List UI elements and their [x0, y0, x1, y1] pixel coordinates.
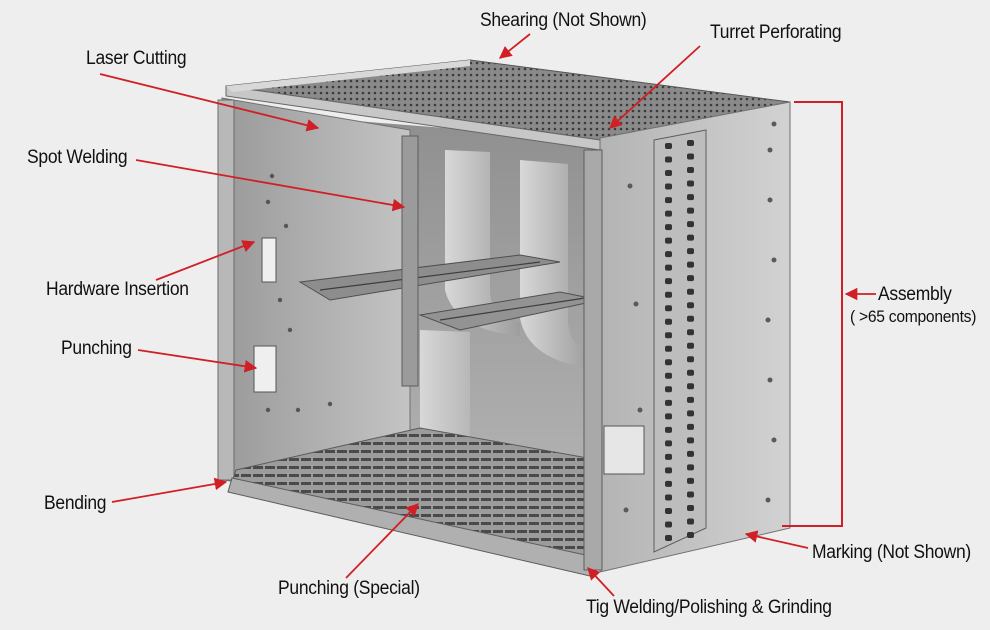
- rail-hole: [665, 453, 672, 460]
- left-flange: [217, 99, 235, 481]
- left-cutout-lower: [253, 345, 277, 393]
- rail-hole: [687, 261, 694, 268]
- rail-hole: [687, 288, 694, 295]
- label-bending: Bending: [44, 493, 107, 514]
- rail-hole: [687, 302, 694, 309]
- rail-hole: [665, 507, 672, 514]
- label-shearing: Shearing (Not Shown): [480, 10, 647, 31]
- label-spot-welding: Spot Welding: [27, 147, 128, 168]
- label-hardware-insertion: Hardware Insertion: [46, 279, 189, 300]
- callout-arrows: [99, 33, 876, 597]
- arrow-spot-welding: [135, 159, 406, 212]
- rail-hole: [687, 464, 694, 471]
- rail-hole: [665, 413, 672, 420]
- arrow-bending: [111, 477, 228, 503]
- label-laser-cutting: Laser Cutting: [86, 48, 187, 69]
- rail-hole: [665, 467, 672, 474]
- rail-hole: [687, 383, 694, 390]
- rail-hole: [665, 305, 672, 312]
- rail-hole: [665, 494, 672, 501]
- arrow-shearing: [499, 33, 531, 59]
- rail-hole: [665, 399, 672, 406]
- rail-hole: [665, 359, 672, 366]
- rail-hole: [665, 440, 672, 447]
- front-post-left: [401, 135, 419, 387]
- rail-hole: [687, 342, 694, 349]
- rail-hole: [665, 521, 672, 528]
- rail-hole: [665, 372, 672, 379]
- rail-hole: [687, 221, 694, 228]
- rail-hole: [665, 210, 672, 217]
- rail-hole: [665, 170, 672, 177]
- rail-hole: [665, 224, 672, 231]
- rail-hole: [687, 491, 694, 498]
- label-punching-special: Punching (Special): [278, 578, 420, 599]
- rail-hole: [665, 535, 672, 541]
- label-assembly: Assembly: [878, 284, 952, 305]
- curved-wall-right: [520, 160, 590, 368]
- rail-hole: [687, 504, 694, 511]
- arrow-punching: [137, 349, 258, 373]
- label-marking: Marking (Not Shown): [812, 542, 971, 563]
- mounting-rail: [653, 129, 707, 553]
- rail-hole: [687, 153, 694, 160]
- arrow-laser: [99, 73, 320, 132]
- rail-hole: [687, 369, 694, 376]
- rail-hole: [665, 332, 672, 339]
- arrow-marking: [744, 530, 809, 549]
- rail-hole: [687, 180, 694, 187]
- label-assembly-components: ( >65 components): [850, 307, 977, 326]
- rail-hole: [665, 318, 672, 325]
- rail-hole: [687, 248, 694, 255]
- rail-hole: [687, 518, 694, 525]
- rail-hole: [665, 143, 672, 149]
- rail-hole: [687, 532, 694, 538]
- rail-hole: [665, 156, 672, 163]
- rail-hole: [665, 197, 672, 204]
- rail-hole: [687, 329, 694, 336]
- rail-left: [298, 254, 561, 301]
- rail-hole: [687, 423, 694, 430]
- right-cutout: [603, 425, 645, 475]
- rail-hole: [687, 207, 694, 214]
- arrow-punching-special: [345, 503, 419, 579]
- label-tig-welding: Tig Welding/Polishing & Grinding: [586, 597, 832, 618]
- left-cutout-upper: [261, 237, 277, 283]
- label-punching: Punching: [61, 338, 132, 359]
- top-rim-left: [226, 60, 470, 92]
- rail-hole: [665, 345, 672, 352]
- mounting-rail-holes: [665, 140, 694, 541]
- rail-hole: [687, 234, 694, 241]
- rail-hole: [665, 237, 672, 244]
- rail-hole: [665, 278, 672, 285]
- rail-hole: [687, 194, 694, 201]
- assembly-bracket: [782, 101, 843, 527]
- rail-hole: [665, 183, 672, 190]
- front-post-right: [583, 149, 603, 571]
- rail-hole: [687, 477, 694, 484]
- rail-hole: [665, 426, 672, 433]
- rail-hole: [687, 396, 694, 403]
- arrow-tig: [587, 567, 615, 597]
- label-turret-perforating: Turret Perforating: [710, 22, 842, 43]
- rail-hole: [687, 315, 694, 322]
- rail-hole: [665, 264, 672, 271]
- rail-hole: [687, 410, 694, 417]
- rail-hole: [665, 386, 672, 393]
- rail-hole: [687, 167, 694, 174]
- rail-hole: [665, 480, 672, 487]
- rail-hole: [687, 275, 694, 282]
- rail-hole: [687, 437, 694, 444]
- rail-hole: [687, 140, 694, 146]
- rail-hole: [687, 450, 694, 457]
- curved-wall-upper: [445, 150, 520, 336]
- arrow-turret: [609, 45, 701, 129]
- rail-hole: [687, 356, 694, 363]
- arrow-hardware: [155, 240, 256, 281]
- rail-hole: [665, 251, 672, 258]
- rail-hole: [665, 291, 672, 298]
